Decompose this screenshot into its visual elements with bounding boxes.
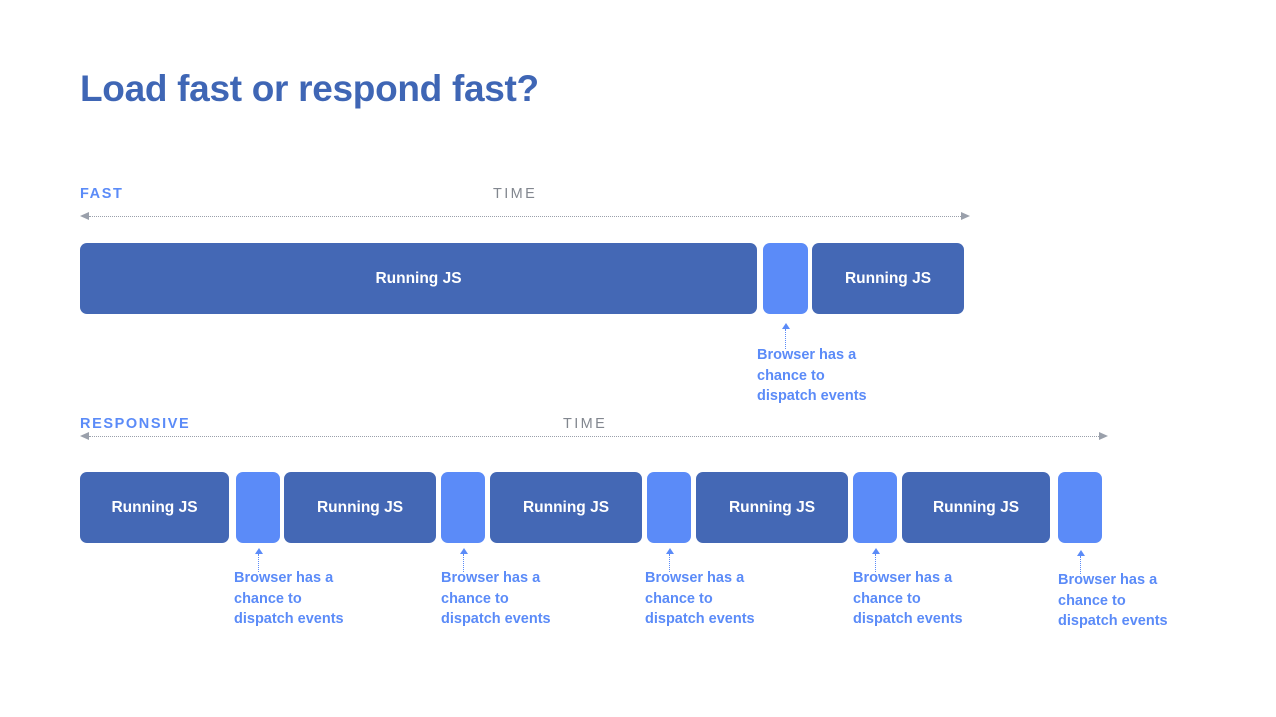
page-title: Load fast or respond fast? [80,68,539,109]
timeline-block-running-js[interactable]: Running JS [284,472,436,543]
callout-text: Browser has a chance to dispatch events [645,570,755,627]
callout-stem [463,554,464,572]
timeline-block-idle[interactable] [1058,472,1102,543]
timeline-block-idle[interactable] [853,472,897,543]
callout-stem [1080,556,1081,574]
timeline-block-idle[interactable] [763,243,808,314]
axis-dotted-line [89,216,961,218]
callout-text: Browser has a chance to dispatch events [441,570,551,627]
axis-dotted-line [89,436,1099,438]
callout-text: Browser has a chance to dispatch events [853,570,963,627]
block-label: Running JS [375,269,462,287]
row-label-fast: FAST [80,186,124,202]
callout-arrow-up-icon [781,323,790,329]
timeline-block-idle[interactable] [236,472,280,543]
callout-arrow-up-icon [1076,550,1085,556]
timeline-block-running-js[interactable]: Running JS [80,472,229,543]
callout-arrow-up-icon [871,548,880,554]
block-label: Running JS [111,498,198,516]
timeline-block-idle[interactable] [441,472,485,543]
axis-arrow-right-icon [1099,432,1108,440]
callout-arrow-up-icon [459,548,468,554]
callout-stem [669,554,670,572]
axis-arrow-left-icon [80,432,89,440]
callout-stem [875,554,876,572]
callout-arrow-up-icon [665,548,674,554]
axis-arrow-right-icon [961,212,970,220]
block-label: Running JS [932,498,1020,516]
time-axis-fast [80,212,970,221]
time-axis-label-fast: TIME [493,186,538,202]
time-axis-label-responsive: TIME [563,416,608,432]
callout-arrow-up-icon [254,548,263,554]
block-label: Running JS [844,269,932,287]
timeline-block-running-js[interactable]: Running JS [696,472,848,543]
time-axis-responsive [80,432,1108,441]
callout-text: Browser has a chance to dispatch events [757,347,867,404]
row-label-responsive: RESPONSIVE [80,416,191,432]
timeline-block-running-js[interactable]: Running JS [80,243,757,314]
timeline-block-idle[interactable] [647,472,691,543]
block-label: Running JS [316,498,404,516]
callout-text: Browser has a chance to dispatch events [1058,572,1168,629]
timeline-block-running-js[interactable]: Running JS [812,243,964,314]
block-label: Running JS [522,498,610,516]
callout-stem [785,329,786,349]
timeline-block-running-js[interactable]: Running JS [490,472,642,543]
timeline-block-running-js[interactable]: Running JS [902,472,1050,543]
callout-stem [258,554,259,572]
axis-arrow-left-icon [80,212,89,220]
callout-text: Browser has a chance to dispatch events [234,570,344,627]
block-label: Running JS [728,498,816,516]
